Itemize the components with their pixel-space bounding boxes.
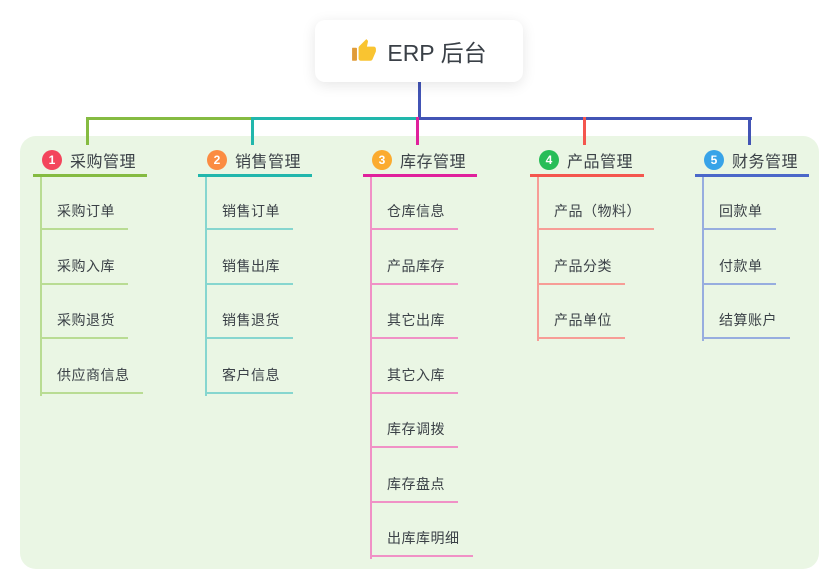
child-node[interactable]: 采购入库 [40,256,128,285]
child-node[interactable]: 结算账户 [702,310,790,339]
child-node[interactable]: 产品（物料） [537,201,654,230]
branch-label: 财务管理 [732,154,799,171]
branch-node-4[interactable]: 4 产品管理 [530,146,644,177]
child-node[interactable]: 产品分类 [537,256,625,285]
branch-trunk-line [537,177,539,341]
branch-node-3[interactable]: 3 库存管理 [363,146,477,177]
branch-label: 库存管理 [400,154,467,171]
branch-label: 销售管理 [235,154,302,171]
child-node[interactable]: 产品库存 [370,256,458,285]
child-node[interactable]: 出库库明细 [370,528,473,557]
branch-node-1[interactable]: 1 采购管理 [33,146,147,177]
thumbs-up-icon [352,39,377,61]
child-node[interactable]: 其它出库 [370,310,458,339]
rail-segment-mid [254,117,420,120]
rail-segment-left [86,117,254,120]
branch-connector-line [583,117,586,145]
child-node[interactable]: 销售退货 [205,310,293,339]
child-node[interactable]: 采购退货 [40,310,128,339]
branch-connector-line [416,117,419,145]
mindmap-background-panel [20,136,819,569]
child-node[interactable]: 回款单 [702,201,776,230]
child-node[interactable]: 产品单位 [537,310,625,339]
child-node[interactable]: 库存盘点 [370,474,458,503]
child-node[interactable]: 库存调拨 [370,419,458,448]
branch-label: 产品管理 [567,154,634,171]
branch-trunk-line [702,177,704,341]
branch-connector-line [86,117,89,145]
branch-trunk-line [205,177,207,396]
branch-trunk-line [370,177,372,559]
branch-connector-line [748,117,751,145]
branch-badge: 4 [539,150,559,170]
branch-connector-line [251,117,254,145]
root-connector-line [418,82,421,118]
root-node[interactable]: ERP 后台 [315,20,523,82]
root-title: ERP 后台 [387,40,487,66]
child-node[interactable]: 客户信息 [205,365,293,394]
branch-trunk-line [40,177,42,396]
branch-badge: 3 [372,150,392,170]
child-node[interactable]: 付款单 [702,256,776,285]
child-node[interactable]: 仓库信息 [370,201,458,230]
child-node[interactable]: 供应商信息 [40,365,143,394]
child-node[interactable]: 销售出库 [205,256,293,285]
branch-node-2[interactable]: 2 销售管理 [198,146,312,177]
child-node[interactable]: 销售订单 [205,201,293,230]
branch-badge: 1 [42,150,62,170]
branch-badge: 5 [704,150,724,170]
child-node[interactable]: 其它入库 [370,365,458,394]
branch-badge: 2 [207,150,227,170]
branch-node-5[interactable]: 5 财务管理 [695,146,809,177]
child-node[interactable]: 采购订单 [40,201,128,230]
branch-label: 采购管理 [70,154,137,171]
